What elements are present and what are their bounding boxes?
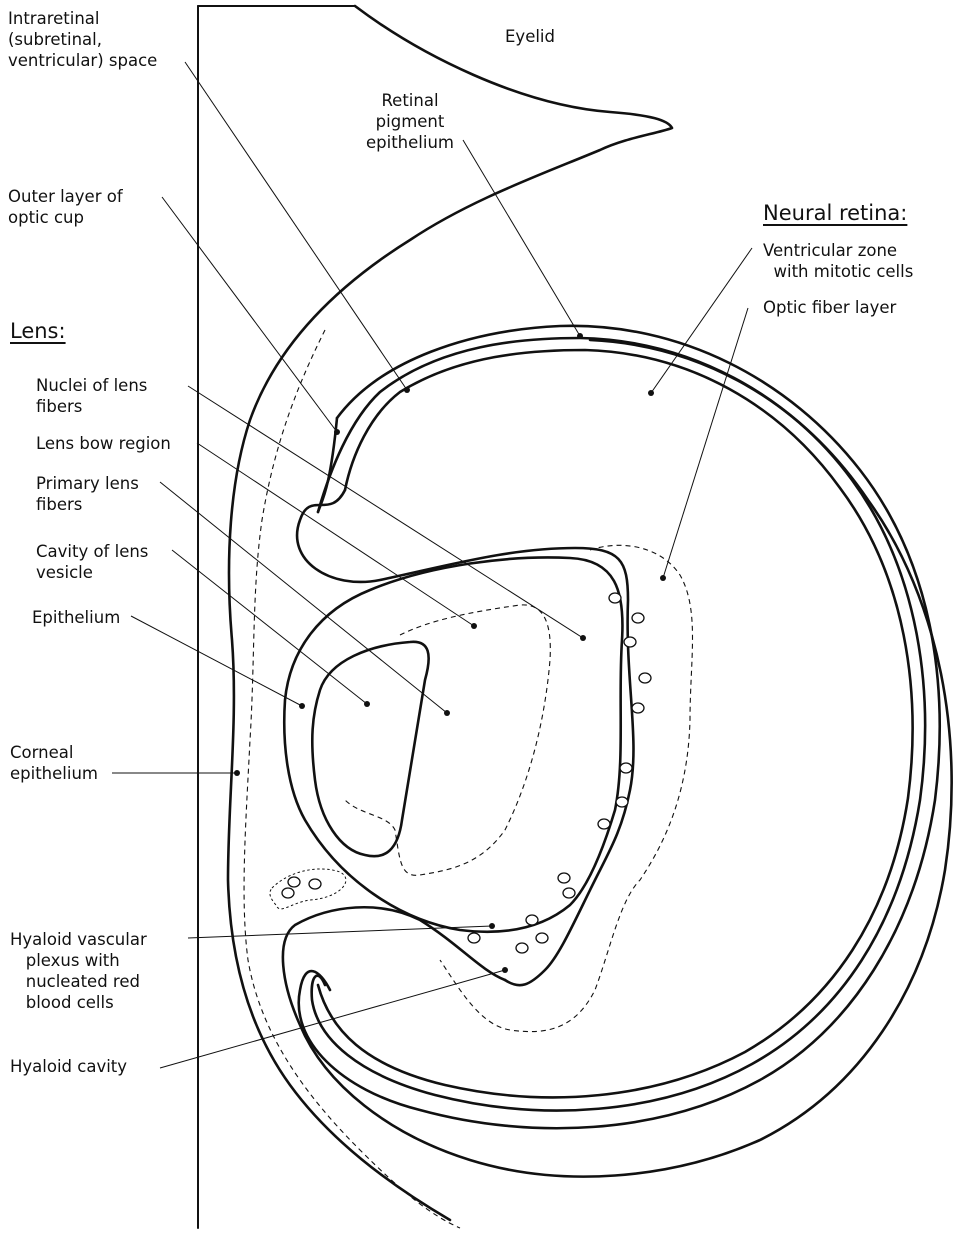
label-outer-layer-optic-cup: Outer layer of optic cup bbox=[8, 186, 123, 228]
heading-lens: Lens: bbox=[10, 318, 66, 344]
hyaloid-plexus-blob bbox=[270, 869, 346, 909]
intraretinal-line bbox=[318, 350, 913, 1097]
label-optic-fiber-layer: Optic fiber layer bbox=[763, 297, 896, 318]
cells-group bbox=[282, 593, 651, 953]
label-primary-lens-fibers: Primary lens fibers bbox=[36, 473, 139, 515]
leader-lines bbox=[112, 62, 752, 1068]
label-ventricular-zone: Ventricular zone with mitotic cells bbox=[763, 240, 913, 282]
lens-outer bbox=[284, 557, 622, 931]
primary-lens-fibers-outline bbox=[345, 605, 550, 875]
label-nuclei-lens-fibers: Nuclei of lens fibers bbox=[36, 375, 147, 417]
label-epithelium: Epithelium bbox=[32, 607, 120, 628]
label-retinal-pigment-epithelium: Retinal pigment epithelium bbox=[366, 90, 454, 153]
label-eyelid: Eyelid bbox=[505, 26, 555, 47]
optic-fiber-layer-outline bbox=[440, 545, 693, 1031]
label-intraretinal-space: Intraretinal (subretinal, ventricular) s… bbox=[8, 8, 157, 71]
optic-cup-outer bbox=[299, 326, 940, 1128]
heading-neural-retina: Neural retina: bbox=[763, 200, 907, 226]
neural-retina-lower-lip bbox=[283, 340, 952, 1177]
label-hyaloid-vascular-plexus: Hyaloid vascular plexus with nucleated r… bbox=[10, 929, 147, 1013]
label-hyaloid-cavity: Hyaloid cavity bbox=[10, 1056, 127, 1077]
eyelid-surface-outline bbox=[228, 6, 672, 1220]
label-corneal-epithelium: Corneal epithelium bbox=[10, 742, 98, 784]
label-lens-bow-region: Lens bow region bbox=[36, 433, 171, 454]
label-cavity-lens-vesicle: Cavity of lens vesicle bbox=[36, 541, 148, 583]
